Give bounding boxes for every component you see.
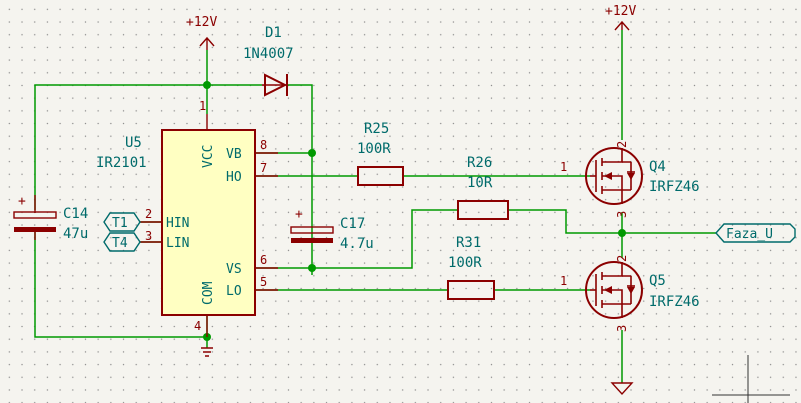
u5-pinnum-hin: 2 xyxy=(145,207,152,221)
c17-value: 4.7u xyxy=(340,236,374,252)
junction-dot xyxy=(203,81,211,89)
mosfet-icon xyxy=(585,261,643,319)
input-label-t1-text: T1 xyxy=(112,216,128,231)
junctions xyxy=(203,81,626,341)
diode-icon xyxy=(264,73,288,97)
q4-pin-d: 2 xyxy=(615,141,629,148)
q4-ref: Q4 xyxy=(649,159,666,175)
capacitor-plate xyxy=(291,238,333,243)
c17-capacitor: + C17 4.7u xyxy=(290,207,374,252)
u5-pinnum-com: 4 xyxy=(194,319,201,333)
output-label-faza-u: Faza_U xyxy=(715,223,796,243)
r31-value: 100R xyxy=(448,255,482,271)
q4-pin-s: 3 xyxy=(615,211,629,218)
capacitor-plate xyxy=(14,227,56,232)
q5-mosfet: 1 2 3 Q5 IRFZ46 xyxy=(560,255,700,332)
c17-ref: C17 xyxy=(340,216,365,232)
q4-value: IRFZ46 xyxy=(649,179,700,195)
u5-pinnum-lo: 5 xyxy=(260,275,267,289)
r26-ref: R26 xyxy=(467,155,492,171)
u5-pinnum-ho: 7 xyxy=(260,161,267,175)
d1-value: 1N4007 xyxy=(243,46,294,62)
c14-plus: + xyxy=(18,194,26,209)
q5-value: IRFZ46 xyxy=(649,294,700,310)
c14-capacitor: + C14 47u xyxy=(13,194,88,242)
u5-pin-vb: VB xyxy=(226,147,242,162)
capacitor-icon xyxy=(290,226,334,234)
mosfet-icon xyxy=(585,147,643,205)
capacitor-icon xyxy=(13,211,57,219)
output-label-text: Faza_U xyxy=(726,227,773,242)
u5-pinnum-vb: 8 xyxy=(260,138,267,152)
r25-value: 100R xyxy=(357,141,391,157)
input-label-t4: T4 xyxy=(103,232,141,252)
power-label-vcc-left: +12V xyxy=(186,15,217,30)
power-symbols xyxy=(199,20,634,396)
u5-pins xyxy=(140,114,278,337)
r25-ref: R25 xyxy=(364,121,389,137)
u5-pinnum-lin: 3 xyxy=(145,229,152,243)
r31-resistor: R31 100R xyxy=(447,235,495,300)
resistor-icon xyxy=(357,166,404,186)
q4-mosfet: 1 2 3 Q4 IRFZ46 xyxy=(560,141,700,218)
c17-plus: + xyxy=(295,207,303,222)
q5-pin-g: 1 xyxy=(560,274,567,288)
sheet-crosshair xyxy=(712,355,790,403)
u5-pinnum-vcc: 1 xyxy=(199,99,206,113)
resistor-icon xyxy=(457,200,509,220)
power-label-vcc-right: +12V xyxy=(605,4,636,19)
u5-pinnum-vs: 6 xyxy=(260,253,267,267)
input-label-t4-text: T4 xyxy=(112,236,128,251)
q5-pin-s: 3 xyxy=(615,325,629,332)
wires xyxy=(34,30,716,383)
junction-dot xyxy=(308,149,316,157)
u5-body xyxy=(161,129,256,316)
q4-pin-g: 1 xyxy=(560,160,567,174)
r26-resistor: R26 10R xyxy=(457,155,509,220)
c14-value: 47u xyxy=(63,226,88,242)
d1-diode: D1 1N4007 xyxy=(243,25,294,97)
u5-ic: U5 IR2101 VCC VB HO HIN LIN VS LO COM 1 … xyxy=(96,99,278,337)
input-label-t1: T1 xyxy=(103,212,141,232)
q5-pin-d: 2 xyxy=(615,255,629,262)
u5-pin-lo: LO xyxy=(226,284,242,299)
resistor-icon xyxy=(447,280,495,300)
d1-ref: D1 xyxy=(265,25,282,41)
u5-pin-ho: HO xyxy=(226,170,242,185)
u5-ref: U5 xyxy=(125,135,142,151)
u5-pin-vcc: VCC xyxy=(201,145,216,168)
u5-pin-hin: HIN xyxy=(166,216,189,231)
junction-dot xyxy=(618,229,626,237)
u5-value: IR2101 xyxy=(96,155,147,171)
q5-ref: Q5 xyxy=(649,273,666,289)
c14-ref: C14 xyxy=(63,206,88,222)
u5-pin-com: COM xyxy=(201,281,216,305)
u5-pin-lin: LIN xyxy=(166,236,189,251)
r26-value: 10R xyxy=(467,175,493,191)
r31-ref: R31 xyxy=(456,235,481,251)
junction-dot xyxy=(308,264,316,272)
r25-resistor: R25 100R xyxy=(357,121,404,186)
u5-pin-vs: VS xyxy=(226,262,242,277)
